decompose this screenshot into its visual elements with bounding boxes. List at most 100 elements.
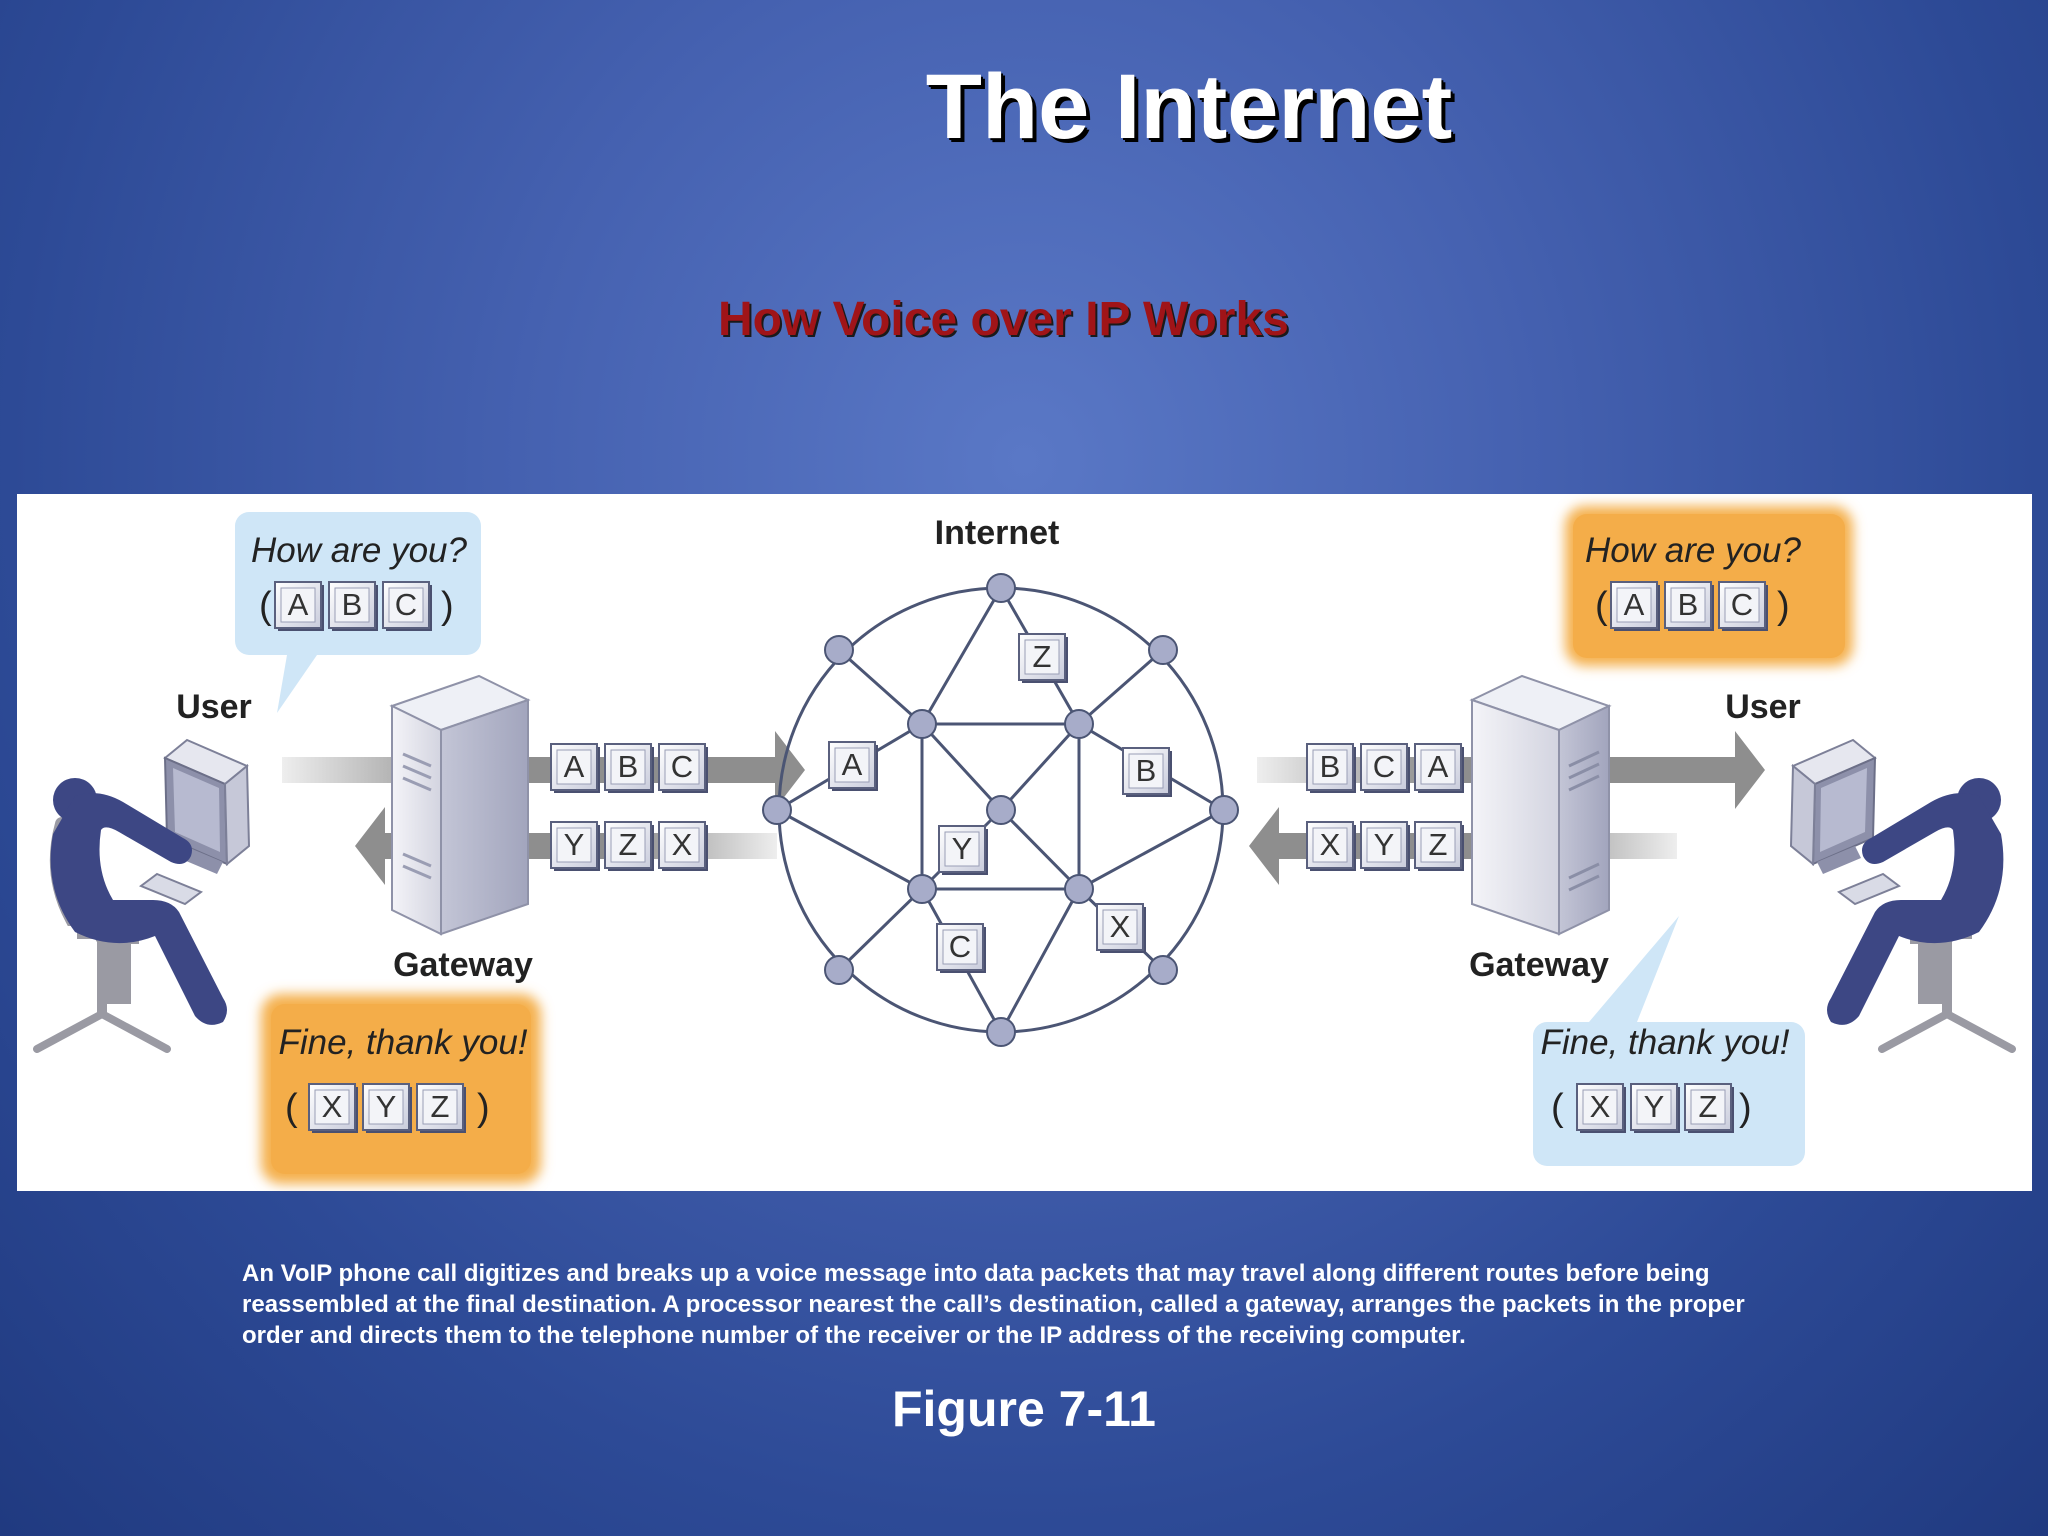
slide-title: The Internet (925, 56, 1453, 158)
network-node (1064, 874, 1094, 904)
voip-diagram: How are you? Fine, thank you! How are yo… (17, 494, 2032, 1191)
packet-box: C (1360, 743, 1410, 793)
network-node (824, 955, 854, 985)
packet-letter: B (1320, 749, 1341, 784)
open-paren: ( (259, 585, 272, 627)
packet-letter: Z (1033, 639, 1052, 674)
packet-box: Y (550, 821, 600, 871)
network-node (762, 795, 792, 825)
packet-box: Y (362, 1083, 412, 1133)
network-link (1078, 808, 1225, 891)
close-paren: ) (1739, 1087, 1752, 1129)
packet-box: Y (1360, 821, 1410, 871)
packet-box: C (1718, 581, 1768, 631)
left-gateway-server (389, 674, 531, 936)
packet-letter: B (342, 587, 363, 622)
close-paren: ) (477, 1087, 490, 1129)
packet-box: Y (1630, 1083, 1680, 1133)
right-user-label: User (1725, 688, 1801, 726)
network-node (824, 635, 854, 665)
packet-box: X (1576, 1083, 1626, 1133)
packet-letter: C (395, 587, 417, 622)
packet-box: Z (604, 821, 654, 871)
left-question-text: How are you? (251, 531, 467, 570)
packet-letter: Z (1699, 1089, 1718, 1124)
packet-letter: Y (952, 831, 973, 866)
packet-box: Z (1414, 821, 1464, 871)
packet-box: A (550, 743, 600, 793)
figure-label: Figure 7-11 (892, 1381, 1156, 1437)
network-node (1064, 709, 1094, 739)
right-gateway-label: Gateway (1469, 946, 1609, 984)
packet-letter: Y (1644, 1089, 1665, 1124)
packet-letter: B (618, 749, 639, 784)
network-link (837, 887, 924, 972)
open-paren: ( (1595, 585, 1608, 627)
open-paren: ( (285, 1087, 298, 1129)
packet-letter: Y (376, 1089, 397, 1124)
network-link (776, 808, 923, 891)
packet-box: B (1664, 581, 1714, 631)
packet-box: B (1122, 747, 1172, 797)
network-link (1078, 648, 1164, 726)
packet-box: A (828, 741, 878, 791)
network-link (999, 808, 1081, 891)
close-paren: ) (1777, 585, 1790, 627)
network-node (907, 709, 937, 739)
packet-letter: Y (564, 827, 585, 862)
packet-letter: Y (1374, 827, 1395, 862)
packet-box: C (382, 581, 432, 631)
figure-caption: An VoIP phone call digitizes and breaks … (242, 1260, 1745, 1349)
packet-box: Z (1018, 633, 1068, 683)
network-node (1209, 795, 1239, 825)
right-gateway-server (1469, 674, 1612, 936)
packet-letter: Z (619, 827, 638, 862)
packet-box: X (1096, 903, 1146, 953)
packet-letter: X (1590, 1089, 1611, 1124)
internet-network (762, 573, 1239, 1047)
packet-letter: B (1136, 753, 1157, 788)
network-link (999, 888, 1081, 1033)
packet-letter: A (1624, 587, 1645, 622)
internet-label: Internet (935, 514, 1060, 552)
right-answer-text: Fine, thank you! (1540, 1023, 1789, 1062)
packet-box: Z (416, 1083, 466, 1133)
packet-box: X (658, 821, 708, 871)
right-user-figure (1789, 738, 2016, 1053)
packet-box: C (658, 743, 708, 793)
network-node (907, 874, 937, 904)
network-node (986, 1017, 1016, 1047)
packet-box: Y (938, 825, 988, 875)
packet-letter: X (672, 827, 693, 862)
network-link (838, 648, 923, 726)
network-node (1148, 635, 1178, 665)
packet-letter: Z (1429, 827, 1448, 862)
packet-letter: X (322, 1089, 343, 1124)
close-paren: ) (441, 585, 454, 627)
left-answer-text: Fine, thank you! (278, 1023, 527, 1062)
packet-letter: Z (431, 1089, 450, 1124)
packet-box: X (1306, 821, 1356, 871)
packet-letter: X (1110, 909, 1131, 944)
network-node (1148, 955, 1178, 985)
packet-letter: C (949, 929, 971, 964)
packet-letter: A (1428, 749, 1449, 784)
packet-box: B (604, 743, 654, 793)
left-user-label: User (176, 688, 252, 726)
packet-letter: C (1731, 587, 1753, 622)
open-paren: ( (1551, 1087, 1564, 1129)
left-user-figure (33, 738, 251, 1053)
packet-letter: A (288, 587, 309, 622)
packet-box: B (328, 581, 378, 631)
packet-letter: C (671, 749, 693, 784)
packet-box: A (274, 581, 324, 631)
network-link (999, 722, 1081, 812)
right-question-text: How are you? (1585, 531, 1801, 570)
left-gateway-label: Gateway (393, 946, 533, 984)
packet-letter: C (1373, 749, 1395, 784)
network-link (920, 722, 1003, 812)
packet-letter: A (564, 749, 585, 784)
packet-box: B (1306, 743, 1356, 793)
network-node (986, 795, 1016, 825)
left-outgoing-arrow (282, 731, 805, 809)
